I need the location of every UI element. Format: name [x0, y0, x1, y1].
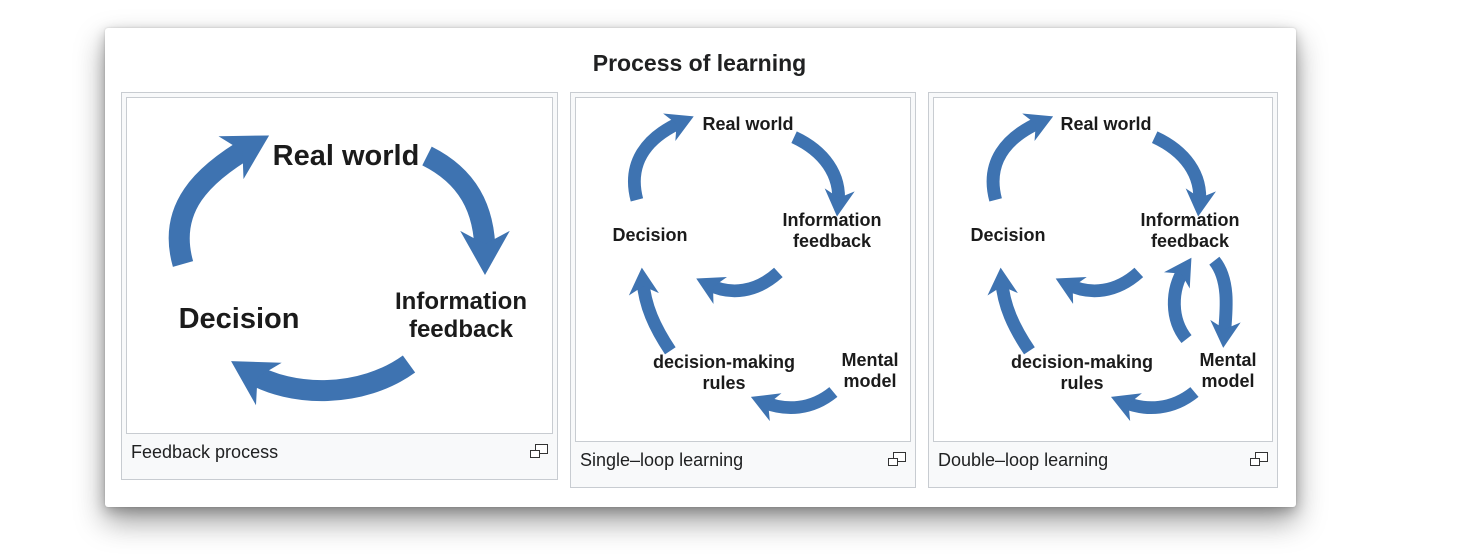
label-mental-model: Mental model — [1199, 350, 1257, 391]
cycle-arrows-svg — [986, 113, 1241, 422]
label-mental-model: Mental model — [841, 350, 899, 391]
figure-content: Process of learning — [105, 28, 1294, 488]
caption-text: Single–loop learning — [580, 450, 744, 470]
arrow-decision-to-real-world — [628, 113, 694, 202]
image-gallery: Real world Information feedback Decision… — [121, 92, 1278, 488]
gallery-box-double-loop-learning: Real world Information feedback Decision… — [928, 92, 1278, 488]
label-real-world: Real world — [702, 114, 794, 134]
figure-card: Process of learning — [105, 28, 1296, 507]
label-real-world: Real world — [1060, 114, 1152, 134]
label-decision-making-rules: decision-making rules — [652, 352, 796, 393]
gallery-caption: Single–loop learning — [575, 442, 911, 483]
enlarge-icon-back-rect — [535, 444, 548, 454]
enlarge-icon-front-rect — [530, 450, 540, 458]
single-loop-thumbnail[interactable]: Real world Information feedback Decision… — [575, 97, 911, 442]
gallery-caption: Feedback process — [126, 434, 553, 475]
gallery-box-feedback-process: Real world Information feedback Decision… — [121, 92, 558, 480]
enlarge-icon[interactable] — [530, 444, 548, 458]
arrow-mental-model-to-information-feedback — [1163, 257, 1192, 344]
label-real-world: Real world — [272, 140, 420, 172]
cycle-arrows-svg — [628, 113, 855, 422]
label-decision: Decision — [178, 303, 300, 335]
page-title: Process of learning — [592, 50, 807, 76]
enlarge-icon-back-rect — [893, 452, 906, 462]
double-loop-thumbnail[interactable]: Real world Information feedback Decision… — [933, 97, 1273, 442]
enlarge-icon-front-rect — [1250, 458, 1260, 466]
label-information-feedback: Information feedback — [395, 288, 527, 343]
arrow-mental-model-to-decision-making-rules — [1110, 386, 1199, 422]
label-information-feedback: Information feedback — [782, 210, 882, 251]
arrow-real-world-to-information-feedback — [1151, 131, 1217, 217]
arrow-mental-model-to-decision-making-rules — [750, 386, 838, 422]
caption-text: Double–loop learning — [938, 450, 1109, 470]
arrow-decision-to-real-world — [168, 135, 270, 267]
label-decision: Decision — [970, 225, 1046, 245]
arrow-information-feedback-to-decision — [231, 355, 416, 406]
feedback-process-thumbnail[interactable]: Real world Information feedback Decision — [126, 97, 553, 434]
arrow-decision-to-real-world — [986, 113, 1054, 202]
label-information-feedback: Information feedback — [1140, 210, 1240, 251]
arrow-information-feedback-to-decision — [696, 267, 783, 304]
arrow-decision-making-rules-to-decision — [987, 267, 1035, 355]
arrow-information-feedback-to-decision — [1055, 267, 1144, 304]
label-decision: Decision — [612, 225, 688, 245]
arrow-decision-making-rules-to-decision — [628, 267, 676, 355]
enlarge-icon-back-rect — [1255, 452, 1268, 462]
arrow-real-world-to-information-feedback — [422, 146, 510, 275]
cycle-arrows-svg — [168, 135, 510, 406]
enlarge-icon[interactable] — [888, 452, 906, 466]
enlarge-icon-front-rect — [888, 458, 898, 466]
arrow-real-world-to-information-feedback — [791, 131, 855, 217]
enlarge-icon[interactable] — [1250, 452, 1268, 466]
label-decision-making-rules: decision-making rules — [1010, 352, 1154, 393]
arrow-information-feedback-to-mental-model — [1208, 256, 1241, 348]
gallery-box-single-loop-learning: Real world Information feedback Decision… — [570, 92, 916, 488]
caption-text: Feedback process — [131, 442, 279, 462]
gallery-caption: Double–loop learning — [933, 442, 1273, 483]
